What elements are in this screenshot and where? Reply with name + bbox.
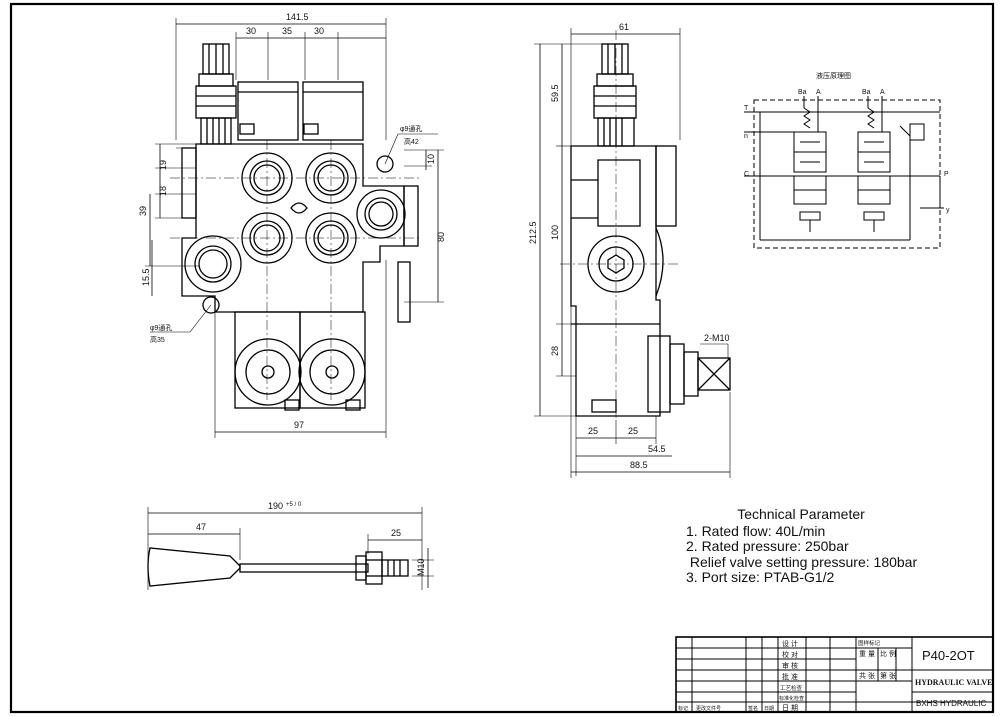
port-label-n: n (744, 133, 748, 140)
handle-dimensions: 190 +5 / 0 47 25 M10 (196, 501, 426, 576)
dim-2-m10: 2-M10 (704, 333, 730, 343)
dim-right-80: 80 (436, 232, 446, 242)
dim-25-a: 25 (588, 426, 598, 436)
title-block-bottom-2: 签名 (748, 705, 758, 712)
port-label-a1: A (816, 89, 821, 96)
port-label-c: C (744, 171, 749, 178)
dim-54-5: 54.5 (648, 444, 666, 454)
title-block-label-5: 标准化检查 (779, 695, 804, 702)
dim-190-tolerance: +5 / 0 (286, 502, 302, 508)
dim-total-width: 141.5 (286, 12, 309, 22)
dim-right-10: 10 (426, 154, 436, 164)
dim-left-15-5: 15.5 (141, 268, 151, 286)
hydraulic-schematic (744, 96, 944, 249)
title-block-bottom-1: 更改文件号 (696, 705, 721, 712)
dim-left-19: 19 (158, 160, 168, 170)
dim-left-39: 39 (138, 206, 148, 216)
dim-bottom-width: 97 (294, 420, 304, 430)
schematic-title: 液压原理图 (816, 71, 851, 80)
hole-note-top-2: 高42 (404, 137, 419, 146)
front-view-dimensions: 141.5 30 35 30 97 19 18 39 15.5 10 80 φ9… (138, 12, 446, 430)
dim-88-5: 88.5 (630, 460, 648, 470)
hole-note-bottom-1: φ9通孔 (150, 323, 172, 332)
technical-parameter: Technical Parameter 1. Rated flow: 40L/m… (686, 506, 918, 586)
title-block-right-2: 比 例 (880, 649, 896, 658)
dim-seg-b: 35 (282, 26, 292, 36)
schematic-labels: 液压原理图 T n C P y Ba A Ba A (744, 71, 950, 214)
technical-parameter-title: Technical Parameter (737, 506, 865, 522)
title-block-label-1: 校 对 (782, 650, 798, 659)
hole-note-top-1: φ9通孔 (400, 124, 422, 133)
handle-view (147, 507, 434, 590)
title-block-bottom-3: 日期 (764, 706, 774, 712)
title-block (675, 636, 994, 713)
dim-59-5: 59.5 (550, 84, 560, 102)
dim-25: 25 (391, 528, 401, 538)
title-block-right-1: 重 量 (859, 650, 875, 658)
technical-parameter-line-2: 2. Rated pressure: 250bar (686, 538, 849, 554)
technical-parameter-line-1: 1. Rated flow: 40L/min (686, 522, 826, 539)
dim-seg-c: 30 (314, 26, 324, 36)
title-block-right-0: 图样标记 (858, 639, 881, 647)
port-label-b2: Ba (862, 89, 871, 96)
dim-212-5: 212.5 (528, 221, 538, 244)
dim-190: 190 (268, 501, 283, 511)
port-label-p: P (944, 171, 949, 178)
technical-parameter-line-4: 3. Port size: PTAB-G1/2 (686, 569, 835, 585)
dim-47: 47 (196, 522, 206, 532)
dim-25-b: 25 (628, 426, 638, 436)
title-block-label-2: 审 核 (782, 661, 798, 670)
dim-left-18: 18 (158, 186, 168, 196)
title-block-text: 设 计 校 对 审 核 批 准 工艺检查 标准化检查 日 期 图样标记 重 量 … (678, 639, 992, 712)
port-label-y: y (946, 207, 950, 214)
sheet-border (9, 2, 995, 714)
dim-28: 28 (550, 346, 560, 356)
port-label-t: T (744, 105, 749, 112)
company-name: BXHS HYDRAULIC (916, 699, 986, 708)
port-label-a2: A (880, 89, 885, 96)
front-view (145, 18, 444, 438)
title-block-label-0: 设 计 (782, 639, 798, 648)
dim-m10: M10 (416, 558, 426, 576)
title-block-label-3: 批 准 (782, 672, 798, 681)
dim-seg-a: 30 (246, 26, 256, 36)
model-number: P40-2OT (922, 648, 975, 663)
title-block-right-3: 共 张 (859, 671, 875, 680)
product-name: HYDRAULIC VALVE (915, 678, 992, 687)
title-block-bottom-0: 标记 (678, 705, 688, 712)
port-label-b1: Ba (798, 89, 807, 96)
technical-parameter-line-3: Relief valve setting pressure: 180bar (686, 553, 918, 570)
title-block-right-4: 第 张 (880, 671, 896, 680)
dim-top-61: 61 (619, 22, 629, 32)
hole-note-bottom-2: 高35 (150, 335, 165, 344)
title-block-label-4: 工艺检查 (780, 684, 803, 692)
side-view-dimensions: 61 59.5 212.5 100 28 2-M10 25 25 54.5 88… (528, 22, 730, 470)
title-block-label-6: 日 期 (782, 704, 798, 712)
side-view (534, 28, 731, 478)
dim-100: 100 (550, 225, 560, 240)
